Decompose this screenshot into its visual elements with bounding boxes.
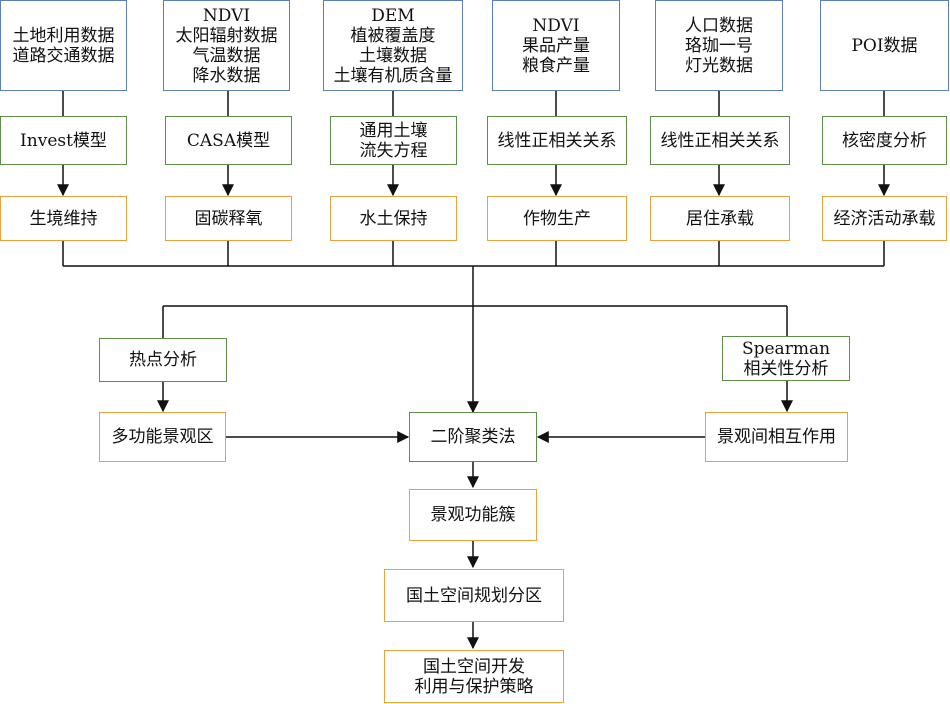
model-box-6-label: 核密度分析 <box>842 130 927 151</box>
spearman-line-2: 相关性分析 <box>743 358 829 379</box>
model-box-4: 线性正相关关系 <box>487 116 627 165</box>
data-box-2-line-3: 气温数据 <box>192 45 261 66</box>
data-box-3-line-4: 土壤有机质含量 <box>333 65 453 86</box>
function-bundles-box: 景观功能簇 <box>409 489 537 541</box>
spearman-analysis-box: Spearman 相关性分析 <box>722 336 850 381</box>
spearman-line-1: Spearman <box>741 338 831 359</box>
strategy-box: 国土空间开发 利用与保护策略 <box>384 650 564 703</box>
multifunctional-landscape-box: 多功能景观区 <box>99 412 226 462</box>
service-box-2-label: 固碳释氧 <box>194 208 263 229</box>
model-box-4-label: 线性正相关关系 <box>497 130 617 151</box>
data-box-1: 土地利用数据 道路交通数据 <box>0 0 127 91</box>
data-box-5-line-2: 珞珈一号 <box>685 35 753 56</box>
service-box-6: 经济活动承载 <box>822 196 947 241</box>
data-box-5-line-3: 灯光数据 <box>685 55 753 76</box>
service-box-4-label: 作物生产 <box>523 208 591 229</box>
service-box-6-label: 经济活动承载 <box>833 208 936 229</box>
data-box-4-line-3: 粮食产量 <box>522 55 590 76</box>
model-box-1-label: Invest模型 <box>20 130 107 151</box>
service-box-3: 水土保持 <box>330 196 457 241</box>
data-box-2-line-2: 太阳辐射数据 <box>175 25 278 46</box>
service-box-3-label: 水土保持 <box>359 208 428 229</box>
data-box-5: 人口数据 珞珈一号 灯光数据 <box>655 0 783 91</box>
model-box-3-line-2: 流失方程 <box>359 140 428 161</box>
model-box-5-label: 线性正相关关系 <box>660 130 780 151</box>
two-step-cluster-label: 二阶聚类法 <box>430 427 516 447</box>
data-box-6: POI数据 <box>820 0 949 91</box>
service-box-5-label: 居住承载 <box>686 208 754 229</box>
model-box-2-label: CASA模型 <box>186 130 271 151</box>
data-box-5-line-1: 人口数据 <box>685 15 753 36</box>
multifunctional-landscape-label: 多功能景观区 <box>111 427 214 447</box>
service-box-4: 作物生产 <box>487 196 627 241</box>
model-box-5: 线性正相关关系 <box>650 116 790 165</box>
data-box-3-line-1: DEM <box>371 5 415 26</box>
service-box-1: 生境维持 <box>0 196 127 241</box>
data-box-1-line-1: 土地利用数据 <box>12 25 115 46</box>
spatial-zoning-label: 国土空间规划分区 <box>406 585 542 606</box>
data-box-3-line-2: 植被覆盖度 <box>350 25 436 46</box>
strategy-line-2: 利用与保护策略 <box>414 676 534 697</box>
two-step-cluster-box: 二阶聚类法 <box>409 412 537 462</box>
data-box-3-line-3: 土壤数据 <box>359 45 427 66</box>
data-box-2: NDVI 太阳辐射数据 气温数据 降水数据 <box>163 0 290 91</box>
model-box-1: Invest模型 <box>0 116 127 165</box>
landscape-interaction-box: 景观间相互作用 <box>705 412 848 462</box>
landscape-interaction-label: 景观间相互作用 <box>717 427 836 447</box>
function-bundles-label: 景观功能簇 <box>430 505 516 525</box>
service-box-2: 固碳释氧 <box>165 196 292 241</box>
data-box-2-line-4: 降水数据 <box>192 65 261 86</box>
data-box-3: DEM 植被覆盖度 土壤数据 土壤有机质含量 <box>323 0 463 91</box>
service-box-5: 居住承载 <box>650 196 790 241</box>
data-box-2-line-1: NDVI <box>202 5 251 26</box>
data-box-1-line-2: 道路交通数据 <box>12 45 115 66</box>
data-box-4-line-1: NDVI <box>532 15 580 36</box>
model-box-3-line-1: 通用土壤 <box>359 120 428 141</box>
model-box-3: 通用土壤 流失方程 <box>330 116 457 165</box>
model-box-6: 核密度分析 <box>822 116 947 165</box>
service-box-1-label: 生境维持 <box>29 208 98 229</box>
hotspot-analysis-box: 热点分析 <box>99 338 227 382</box>
data-box-4: NDVI 果品产量 粮食产量 <box>492 0 620 91</box>
spatial-zoning-box: 国土空间规划分区 <box>384 569 564 622</box>
data-box-4-line-2: 果品产量 <box>522 35 590 56</box>
strategy-line-1: 国土空间开发 <box>423 656 525 677</box>
model-box-2: CASA模型 <box>165 116 292 165</box>
data-box-6-line-1: POI数据 <box>851 35 918 56</box>
hotspot-analysis-label: 热点分析 <box>129 350 197 370</box>
